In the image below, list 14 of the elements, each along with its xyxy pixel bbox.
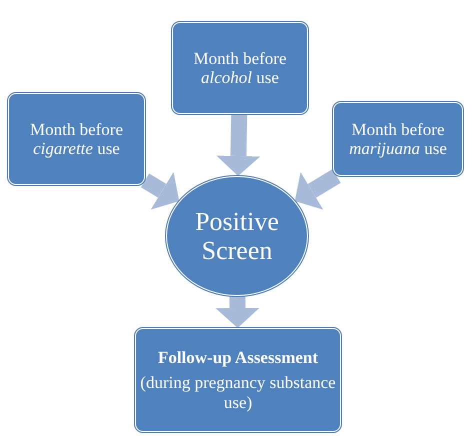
block-arrow xyxy=(216,114,260,176)
node-heading: Follow-up Assessment xyxy=(158,348,318,368)
node-text: Month before marijuana use xyxy=(348,120,448,158)
node-text: Month before cigarette use xyxy=(28,120,124,158)
process-box xyxy=(333,102,463,176)
node-text: Positive Screen xyxy=(194,206,280,266)
node-text: Month before alcohol use xyxy=(192,48,288,88)
process-box xyxy=(172,22,308,114)
block-arrow xyxy=(216,296,260,328)
process-box xyxy=(8,93,145,185)
process-box xyxy=(135,328,341,432)
block-arrow xyxy=(294,169,341,210)
block-arrow xyxy=(140,172,180,210)
node-text: (during pregnancy substance use) xyxy=(140,373,336,412)
